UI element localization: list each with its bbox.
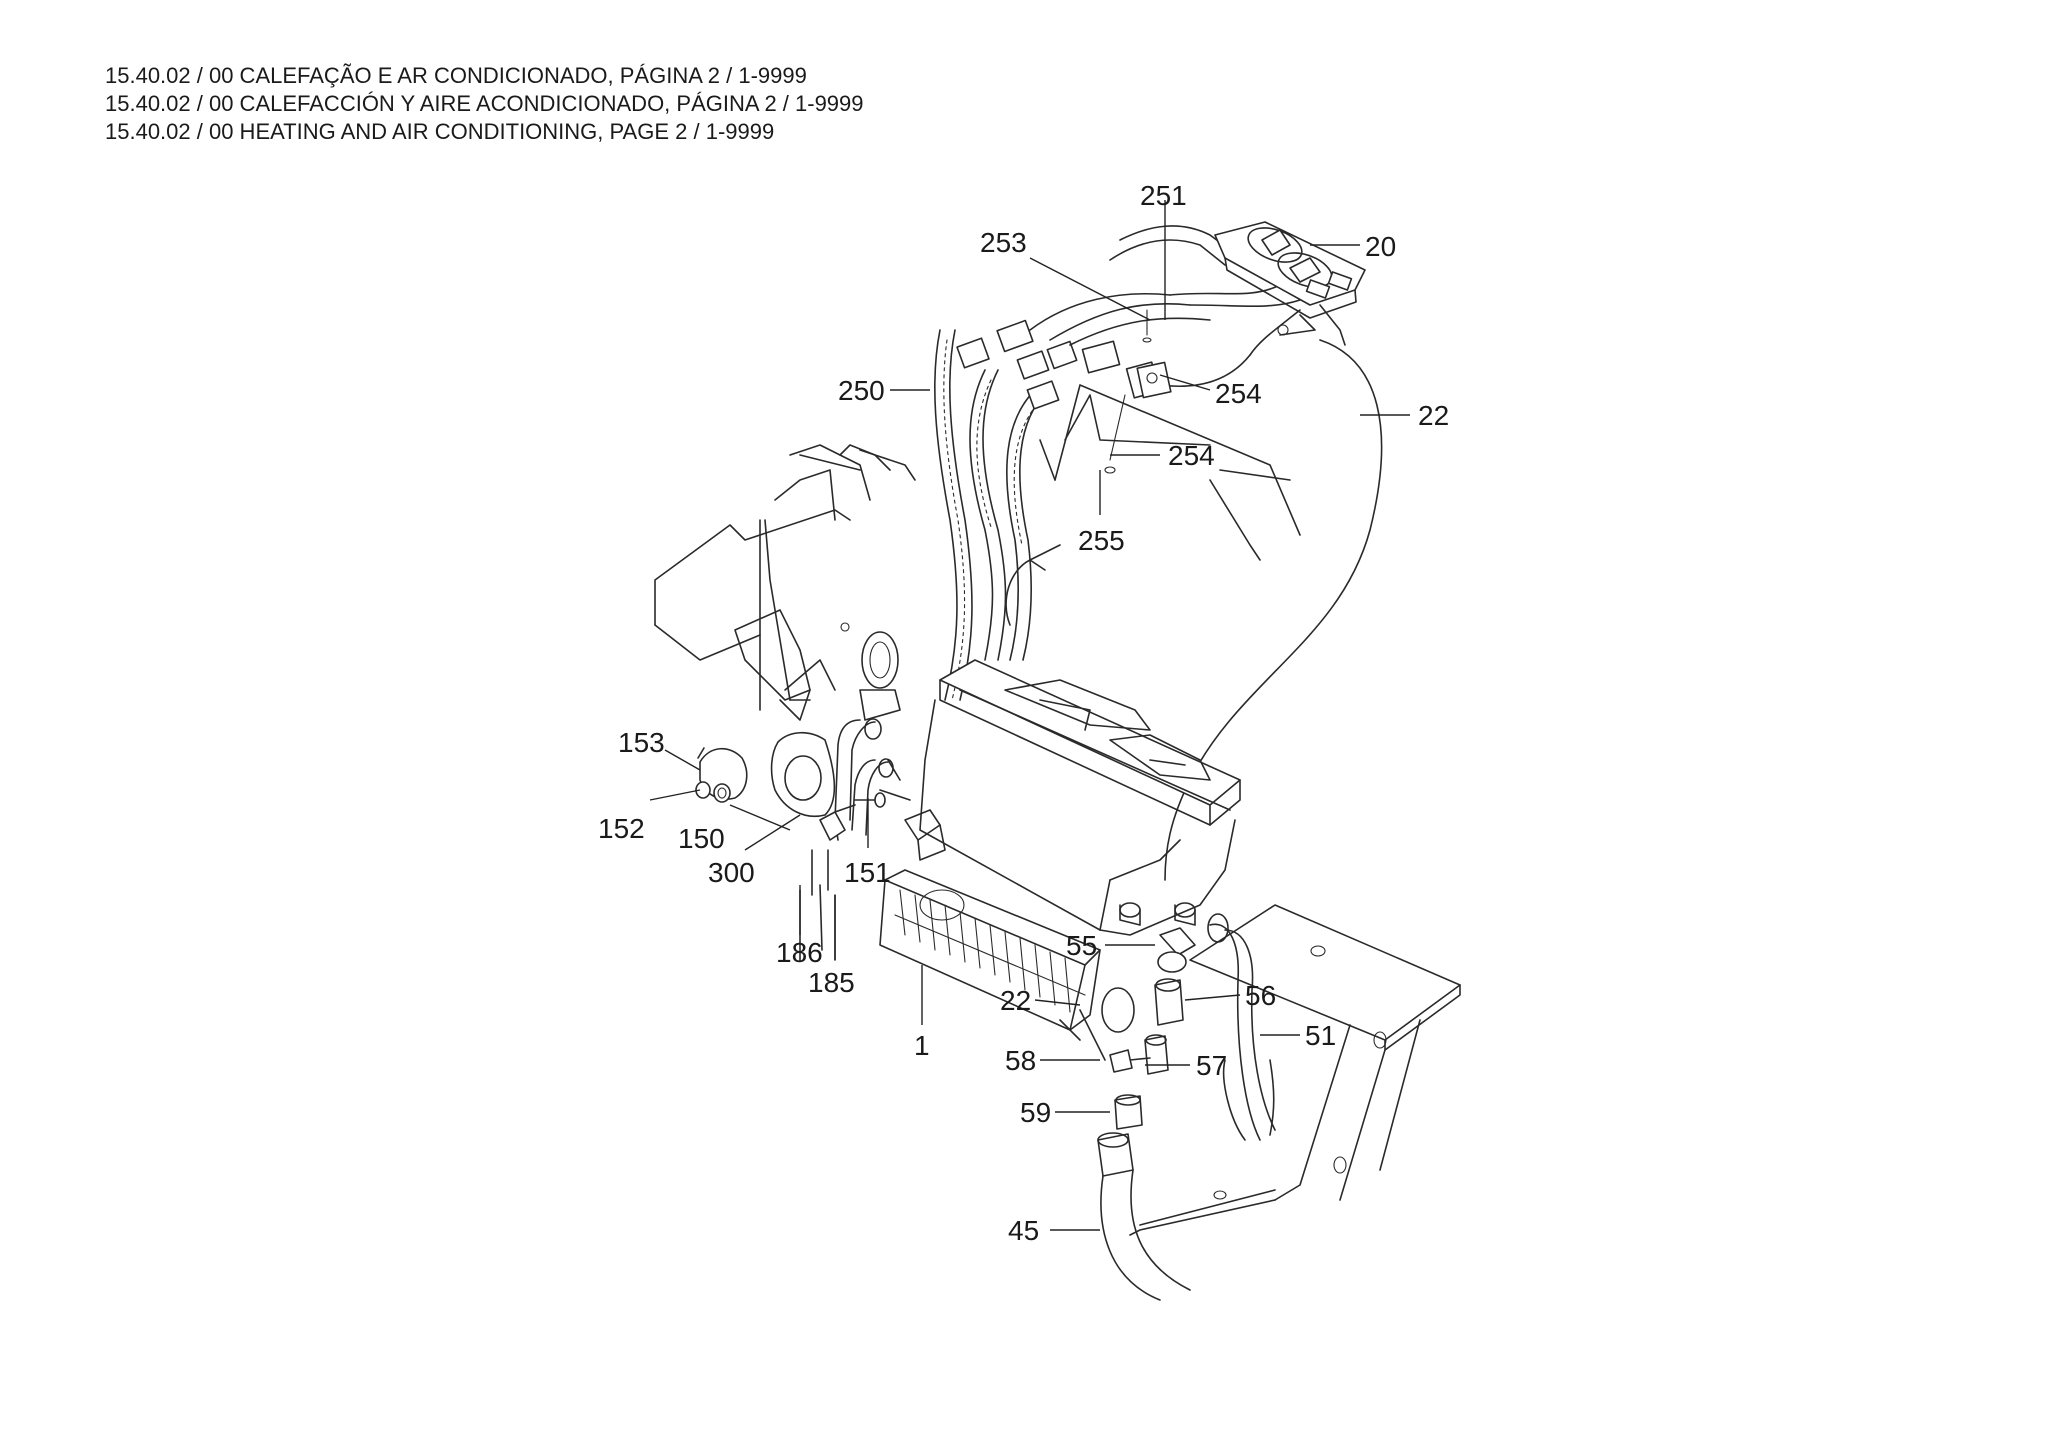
fitting-stack bbox=[1109, 927, 1196, 1130]
header-line-portuguese: 15.40.02 / 00 CALEFAÇÃO E AR CONDICIONAD… bbox=[105, 63, 807, 88]
callout-57: 57 bbox=[1196, 1050, 1227, 1081]
callout-58: 58 bbox=[1005, 1045, 1036, 1076]
callout-22-lower: 22 bbox=[1000, 985, 1031, 1016]
mounting-bracket bbox=[1129, 904, 1461, 1236]
callout-254-lower: 254 bbox=[1168, 440, 1215, 471]
callout-255: 255 bbox=[1078, 525, 1125, 556]
callout-55: 55 bbox=[1066, 930, 1097, 961]
callout-20: 20 bbox=[1365, 231, 1396, 262]
callout-153: 153 bbox=[618, 727, 665, 758]
heater-unit-1 bbox=[879, 659, 1241, 1061]
hose-51 bbox=[1207, 913, 1276, 1141]
callout-300: 300 bbox=[708, 857, 755, 888]
duct-frame bbox=[1005, 384, 1301, 626]
cab-panel-outline bbox=[654, 444, 916, 721]
callout-185: 185 bbox=[808, 967, 855, 998]
callout-59: 59 bbox=[1020, 1097, 1051, 1128]
leader-lines bbox=[649, 200, 1410, 1231]
harness-connectors bbox=[956, 225, 1301, 410]
callout-45: 45 bbox=[1008, 1215, 1039, 1246]
callout-150: 150 bbox=[678, 823, 725, 854]
wiring-harness-250 bbox=[933, 329, 1049, 701]
hose-45 bbox=[1097, 1132, 1191, 1301]
callout-186: 186 bbox=[776, 937, 823, 968]
callout-56: 56 bbox=[1245, 980, 1276, 1011]
sensor-bracket-254 bbox=[1104, 309, 1172, 474]
control-panel-20 bbox=[1214, 221, 1366, 346]
callout-250: 250 bbox=[838, 375, 885, 406]
screw-151 bbox=[854, 792, 886, 808]
callout-1: 1 bbox=[914, 1030, 930, 1061]
callout-253: 253 bbox=[980, 227, 1027, 258]
header-line-spanish: 15.40.02 / 00 CALEFACCIÓN Y AIRE ACONDIC… bbox=[105, 91, 864, 116]
callout-22-upper: 22 bbox=[1418, 400, 1449, 431]
callout-151: 151 bbox=[844, 857, 891, 888]
cable-22 bbox=[1164, 339, 1383, 881]
callout-labels: 251 20 253 250 254 22 254 255 153 152 15… bbox=[598, 180, 1449, 1246]
callout-152: 152 bbox=[598, 813, 645, 844]
callout-51: 51 bbox=[1305, 1020, 1336, 1051]
callout-254-upper: 254 bbox=[1215, 378, 1262, 409]
page-header: 15.40.02 / 00 CALEFAÇÃO E AR CONDICIONAD… bbox=[105, 62, 864, 146]
screws-152 bbox=[695, 781, 731, 803]
header-line-english: 15.40.02 / 00 HEATING AND AIR CONDITIONI… bbox=[105, 119, 775, 144]
louvre-slats bbox=[894, 889, 1086, 1013]
flange-plate-150 bbox=[770, 731, 856, 841]
water-valve-assembly bbox=[879, 759, 946, 861]
callout-251: 251 bbox=[1140, 180, 1187, 211]
